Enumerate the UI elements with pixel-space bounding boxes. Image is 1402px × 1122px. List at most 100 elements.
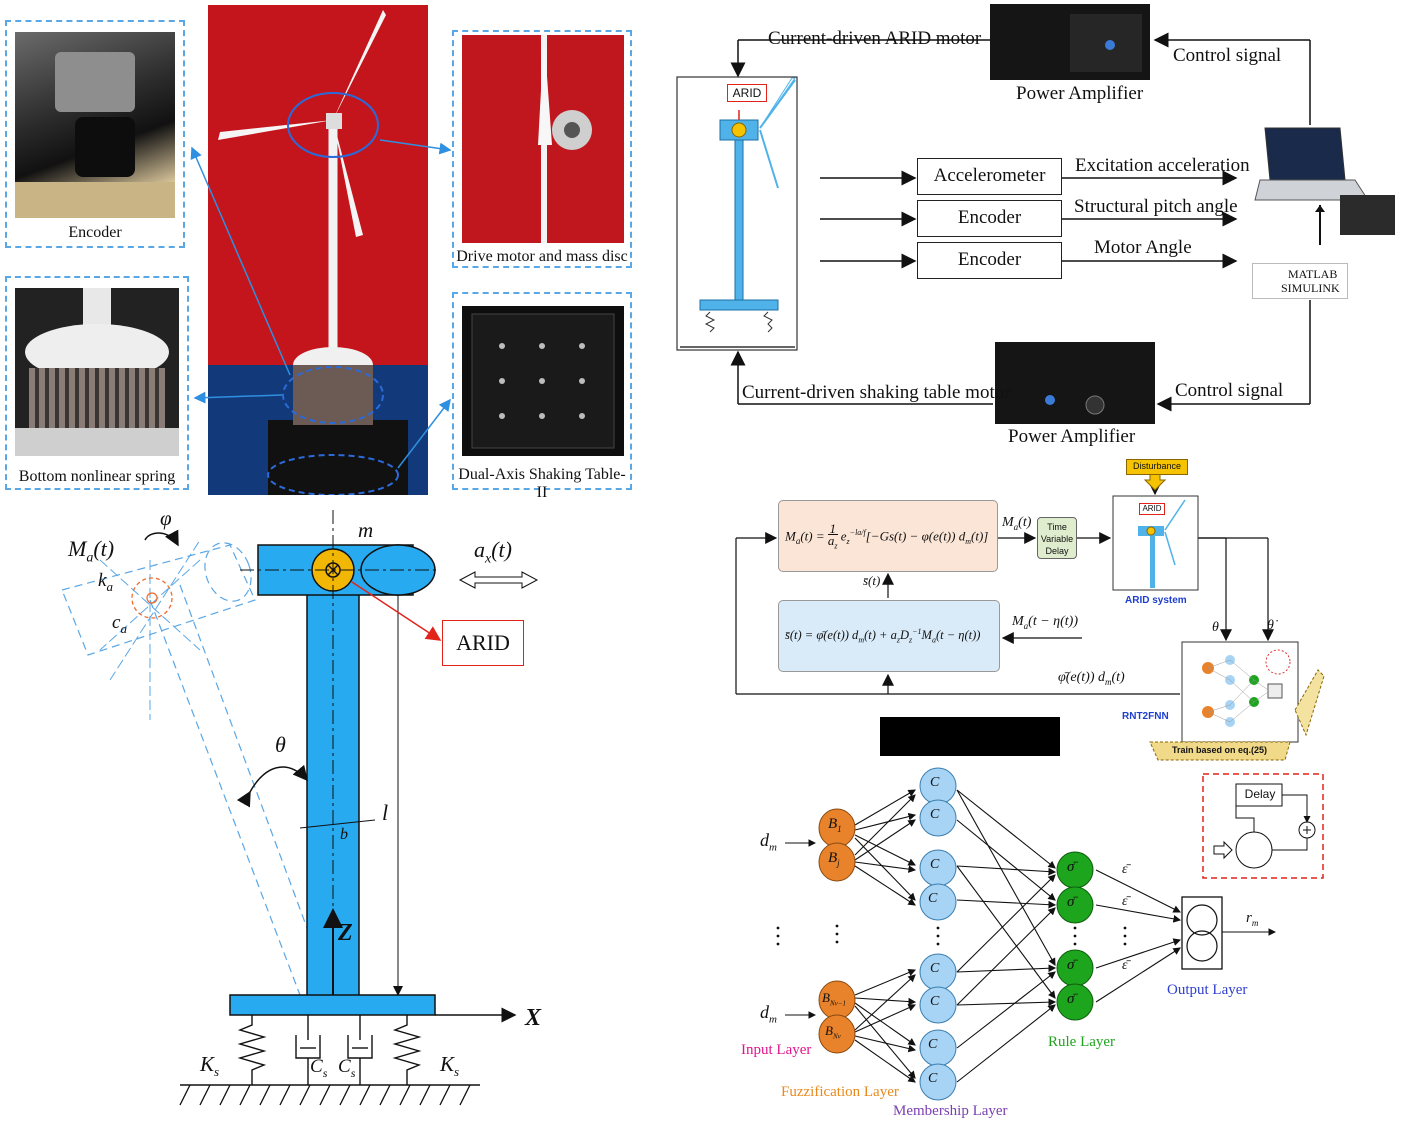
ks-left-label: Ks — [200, 1052, 219, 1080]
dm-bottom-label: dm — [760, 1002, 777, 1026]
ax-label: ax(t) — [474, 537, 512, 567]
x-axis-label: X — [525, 1005, 542, 1031]
sigma-node-2: σ̄ — [1067, 894, 1075, 910]
b1-sub: 1 — [837, 824, 842, 834]
bj-label: Bj — [828, 850, 840, 868]
ks-right-sub: s — [454, 1064, 460, 1080]
dm-bottom-sub: m — [769, 1013, 777, 1026]
ax-text: a — [474, 537, 485, 562]
bottom-arrow-label: Current-driven shaking table motor — [742, 382, 1011, 403]
ks-left-text: K — [200, 1052, 215, 1076]
eq2-m: m — [858, 635, 865, 645]
motor-angle-label: Motor Angle — [1094, 237, 1192, 258]
table-photo-panel: Dual-Axis Shaking Table-II — [452, 292, 632, 501]
bottom-control-label: Control signal — [1175, 380, 1284, 401]
bnv-sub: Nv — [832, 1032, 841, 1041]
table-photo — [462, 306, 624, 456]
delay-line-2: Variable — [1040, 534, 1074, 544]
eps-nr-label: ε̄ — [1122, 958, 1128, 973]
rm-sub: m — [1251, 918, 1259, 928]
bj-sub: j — [837, 858, 840, 868]
dm-top-text: d — [760, 830, 769, 850]
ka-label: ka — [98, 570, 113, 595]
eq-e-sup: −la/f — [849, 527, 866, 537]
eq-lhs-sub: a — [795, 535, 801, 546]
rm-label: rm — [1246, 910, 1258, 928]
eq2-mid: (t) + a — [864, 628, 897, 643]
eq2-D: D — [899, 628, 909, 643]
b1-text: B — [828, 816, 838, 832]
input-layer-label: Input Layer — [741, 1042, 812, 1058]
redaction-bar — [880, 717, 1060, 756]
eq2-z: z — [896, 635, 900, 645]
eq-e: e — [840, 528, 847, 544]
dm-top-label: dm — [760, 830, 777, 854]
ka-sub: a — [106, 578, 113, 594]
ca-text: c — [112, 612, 121, 633]
ks-left-sub: s — [214, 1064, 220, 1080]
eps-j-label: ε̄ — [1122, 894, 1128, 909]
eq-frac-num: 1 — [827, 521, 838, 536]
ca-sub: a — [120, 620, 127, 636]
phibar-arg: (t) — [1111, 670, 1125, 685]
phibar-sub: m — [1105, 676, 1112, 687]
top-amp-label: Power Amplifier — [1016, 83, 1144, 104]
cs-left-sub: s — [322, 1065, 328, 1080]
ma-label: Ma(t) — [68, 536, 114, 566]
spring-photo-panel: Bottom nonlinear spring — [5, 276, 189, 490]
ax-sub: x — [485, 551, 492, 567]
bottom-amp-label: Power Amplifier — [1008, 426, 1136, 447]
rm-text: r — [1246, 910, 1252, 926]
fuzzification-layer-label: Fuzzification Layer — [781, 1084, 899, 1100]
m-label: m — [358, 518, 374, 542]
b1-label: B1 — [828, 816, 842, 834]
c-node-6: C — [930, 994, 940, 1009]
ma-out-label: Ma(t) — [1002, 515, 1031, 532]
theta-label: θ — [275, 732, 286, 757]
encoder-photo — [15, 32, 175, 218]
arid-tag: ARID — [727, 84, 767, 102]
ks-right-text: K — [440, 1052, 455, 1076]
drive-caption: Drive motor and mass disc — [456, 248, 628, 265]
ma-delay-arg: (t − η(t)) — [1028, 614, 1078, 629]
cs-left-label: Cs — [310, 1056, 327, 1081]
top-control-label: Control signal — [1173, 45, 1282, 66]
c-node-5: C — [930, 961, 940, 976]
drive-photo-panel: Drive motor and mass disc — [452, 30, 632, 268]
eq-lhs-arg: (t) = — [800, 528, 825, 544]
bnv1-label: BNv−1 — [822, 990, 846, 1008]
eps-1-label: ε̄ — [1122, 862, 1128, 877]
eq-rest-sub: m — [965, 536, 971, 546]
rule-layer-label: Rule Layer — [1048, 1034, 1116, 1050]
arid-system-label: ARID system — [1125, 595, 1187, 606]
bnv1-text: B — [822, 990, 830, 1005]
c-node-1: C — [930, 775, 940, 790]
delay-line-3: Delay — [1045, 546, 1069, 556]
bj-text: B — [828, 850, 838, 866]
eq2-end: (t − η(t)) — [935, 628, 981, 643]
theta-ctrl-label: θ — [1212, 620, 1219, 635]
thetadot-ctrl-label: θ̇ — [1267, 618, 1274, 633]
estimator-box: s̄(t) = φ̄(e(t)) dm(t) + azDz−1Ma(t − η(… — [778, 600, 1000, 672]
output-layer-label: Output Layer — [1167, 982, 1248, 998]
spring-photo — [15, 288, 179, 456]
ka-text: k — [98, 570, 107, 591]
eq-rest-end: (t)] — [971, 528, 989, 544]
phibar-text: φ̄(e(t)) d — [1058, 670, 1105, 685]
cs-right-label: Cs — [338, 1056, 355, 1081]
pitch-label: Structural pitch angle — [1074, 196, 1238, 217]
eq2-a: a — [931, 635, 936, 645]
eq-rest: [−Gs(t) − φ(e(t)) d — [865, 528, 966, 544]
dm-bottom-text: d — [760, 1002, 769, 1022]
bnv-label: BNv — [825, 1023, 841, 1041]
ma-out-text: M — [1002, 515, 1014, 530]
phibar-label: φ̄(e(t)) dm(t) — [1058, 670, 1125, 687]
ma-delay-label: Ma(t − η(t)) — [1012, 614, 1078, 631]
matlab-logo: MATLAB SIMULINK — [1252, 263, 1348, 299]
l-label: l — [382, 800, 389, 825]
table-caption: Dual-Axis Shaking Table-II — [458, 466, 626, 501]
